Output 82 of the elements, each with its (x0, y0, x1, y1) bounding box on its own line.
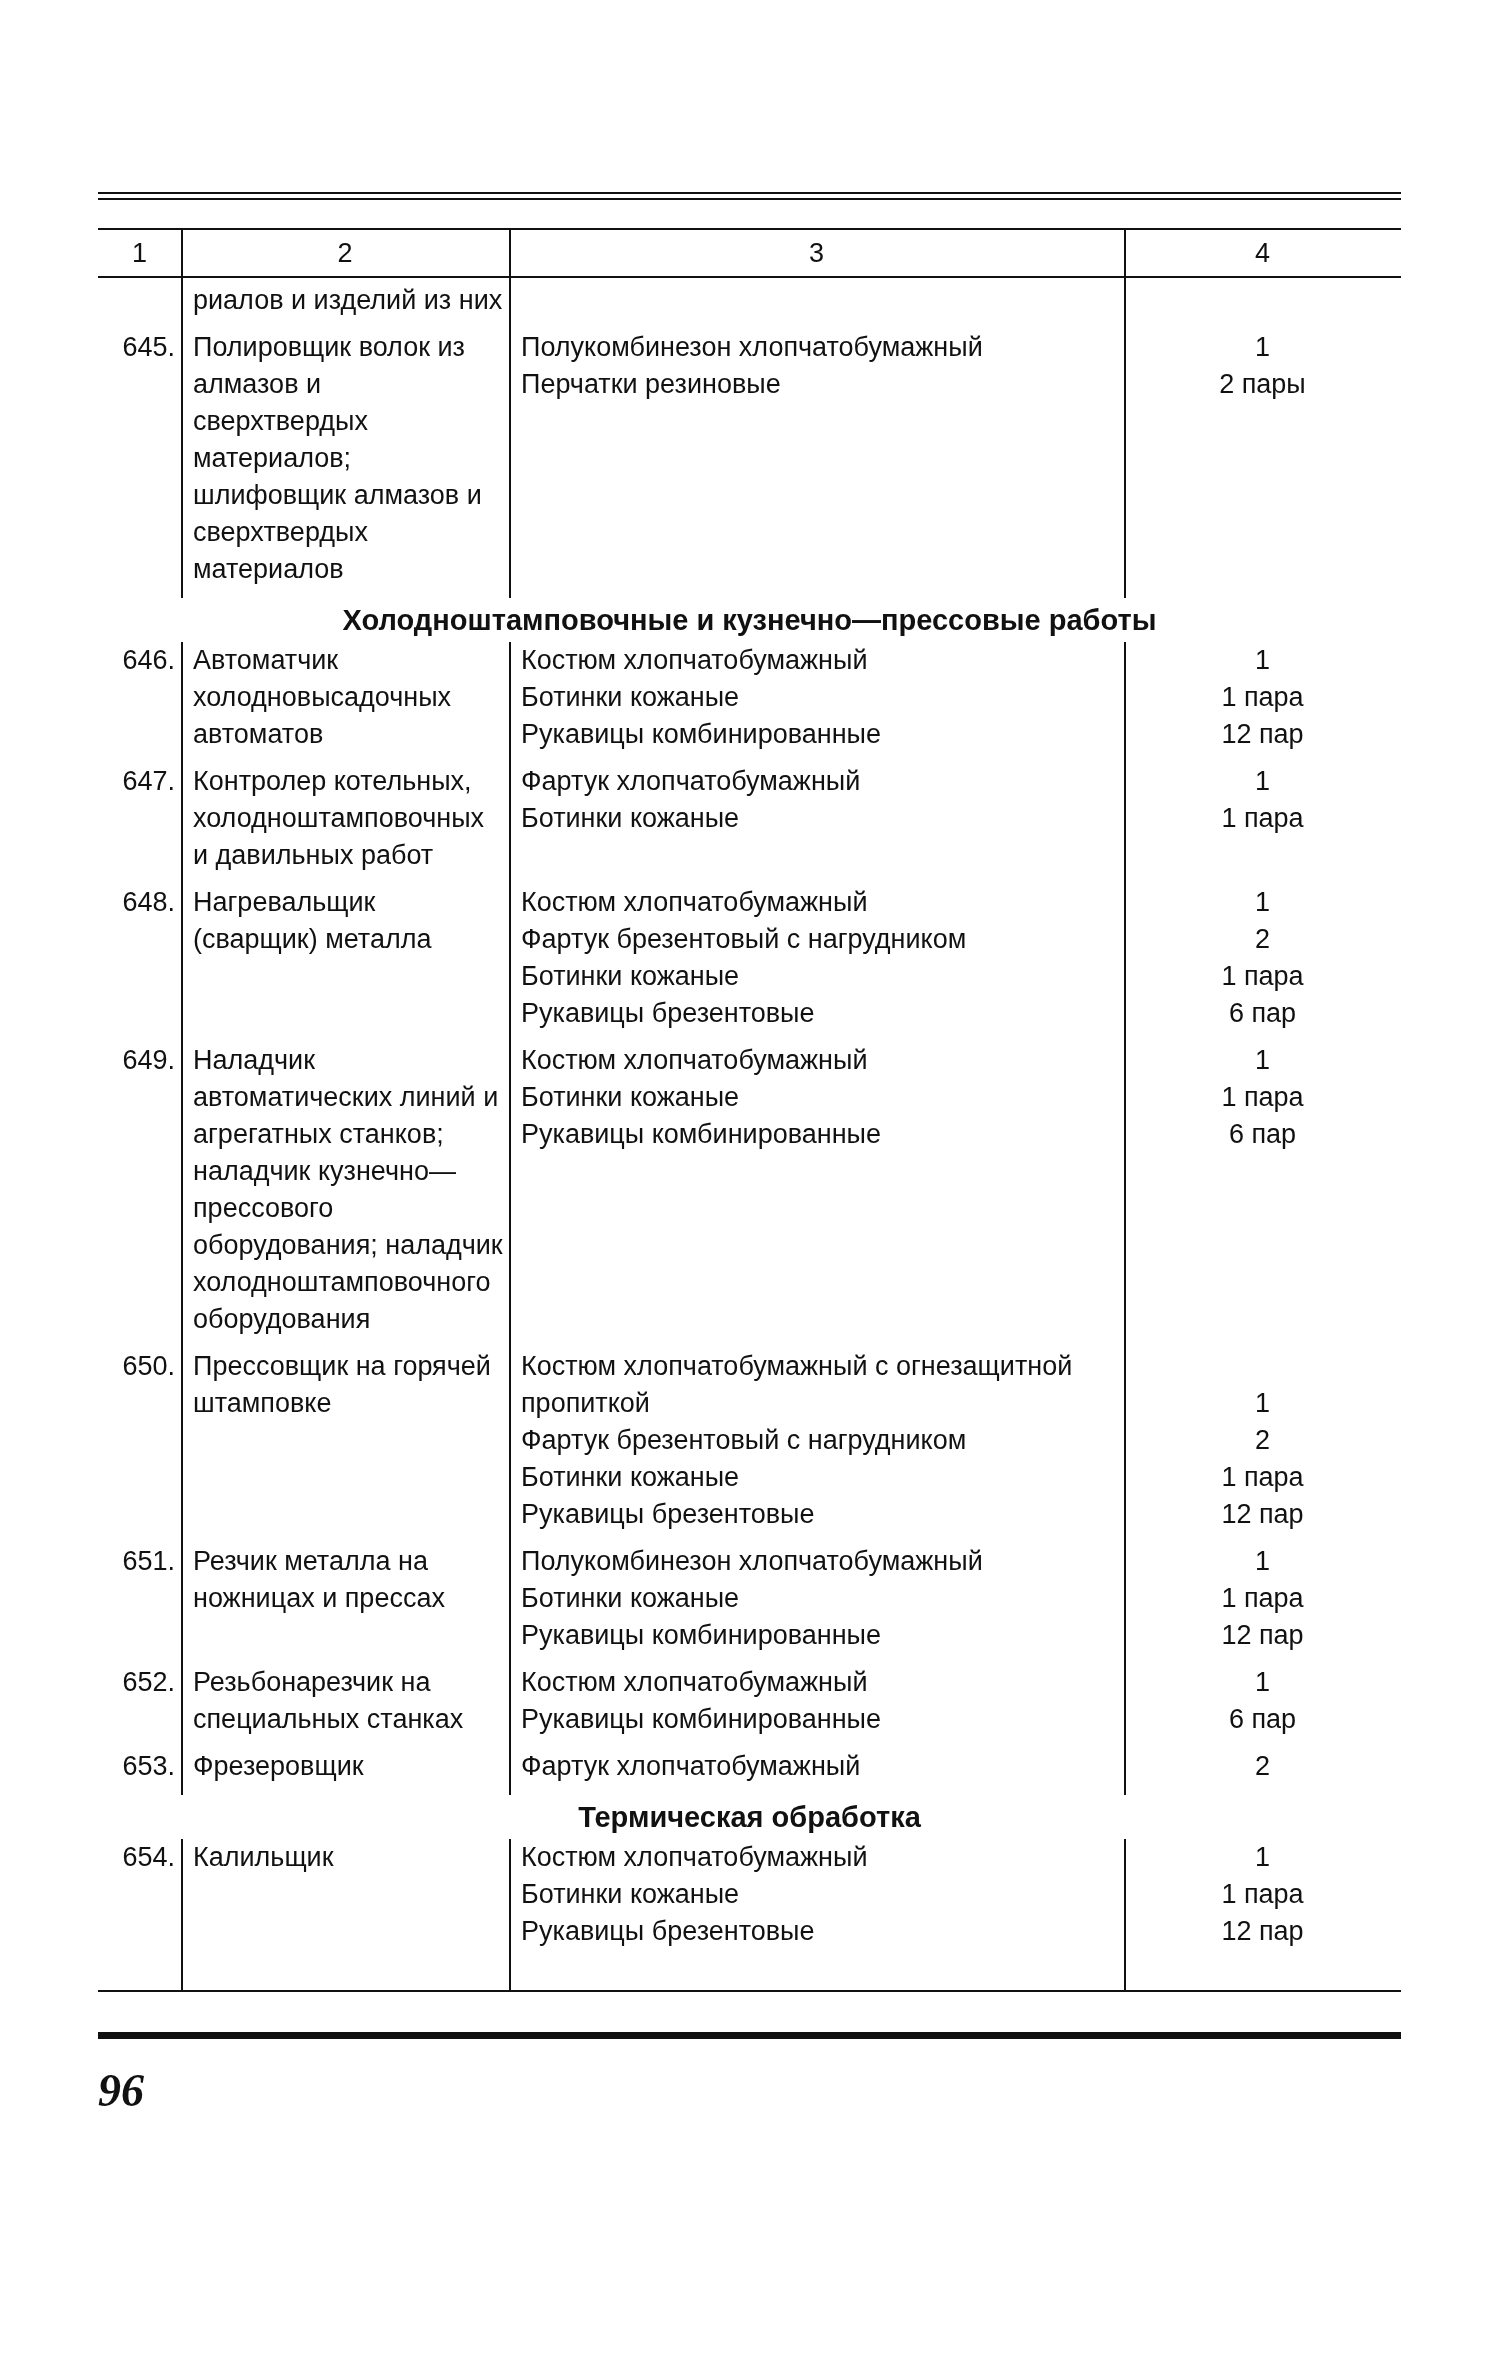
clothing-item: Костюм хлопчатобумажный с огнезащитной пропиткой (521, 1350, 1074, 1420)
quantity: 12 пар (1221, 1498, 1304, 1531)
job-title: Фрезеровщик (193, 1750, 365, 1783)
job-title: Калильщик (193, 1841, 335, 1874)
job-title: риалов и изделий из них (193, 284, 503, 317)
section-heading: Холодноштамповочные и кузнечно—прессовые работы (341, 603, 1158, 638)
clothing-item: Фартук хлопчатобумажный (521, 765, 861, 798)
clothing-item: Ботинки кожаные (521, 681, 740, 714)
quantity: 12 пар (1221, 1915, 1304, 1948)
row-number: 651. (122, 1545, 175, 1578)
quantity: 1 пара (1221, 960, 1304, 993)
clothing-item: Перчатки резиновые (521, 368, 781, 401)
clothing-item: Рукавицы брезентовые (521, 997, 815, 1030)
clothing-item: Рукавицы брезентовые (521, 1498, 815, 1531)
job-title: Полировщик волок из алмазов и сверхтвердых материалов; шлифовщик алмазов и сверхтвердых материалов (193, 331, 483, 586)
quantity: 1 (1255, 765, 1270, 798)
page-number: 96 (98, 2065, 144, 2117)
clothing-item: Рукавицы комбинированные (521, 1118, 881, 1151)
row-number: 646. (122, 644, 175, 677)
clothing-item: Ботинки кожаные (521, 1878, 740, 1911)
clothing-item: Рукавицы комбинированные (521, 1703, 881, 1736)
quantity: 1 (1255, 1545, 1270, 1578)
column-number: 2 (337, 236, 353, 270)
clothing-item: Ботинки кожаные (521, 802, 740, 835)
column-number: 1 (132, 236, 147, 270)
quantity: 1 (1255, 331, 1270, 364)
quantity: 6 пар (1228, 997, 1297, 1030)
quantity: 6 пар (1228, 1703, 1297, 1736)
clothing-item: Фартук хлопчатобумажный (521, 1750, 861, 1783)
row-number: 647. (122, 765, 175, 798)
quantity: 2 (1255, 1424, 1270, 1457)
job-title: Нагревальщик (сварщик) металла (193, 886, 433, 956)
row-number: 654. (122, 1841, 175, 1874)
quantity: 1 (1255, 644, 1270, 677)
job-title: Прессовщик на горячей штамповке (193, 1350, 492, 1420)
clothing-item: Фартук брезентовый с нагрудником (521, 1424, 967, 1457)
clothing-item: Рукавицы комбинированные (521, 1619, 881, 1652)
clothing-item: Костюм хлопчатобумажный (521, 886, 868, 919)
row-number: 653. (122, 1750, 175, 1783)
job-title: Резьбонарезчик на специальных станках (193, 1666, 465, 1736)
clothing-item: Ботинки кожаные (521, 1081, 740, 1114)
quantity: 1 пара (1221, 802, 1304, 835)
clothing-item: Костюм хлопчатобумажный (521, 1666, 868, 1699)
section-heading: Термическая обработка (577, 1800, 922, 1835)
job-title: Контролер котельных, холодноштамповочных и давильных работ (193, 765, 486, 872)
row-number: 650. (122, 1350, 175, 1383)
quantity: 12 пар (1221, 718, 1304, 751)
clothing-item: Костюм хлопчатобумажный (521, 644, 868, 677)
quantity: 12 пар (1221, 1619, 1304, 1652)
quantity: 1 (1255, 1044, 1270, 1077)
quantity: 6 пар (1228, 1118, 1297, 1151)
row-number: 648. (122, 886, 175, 919)
clothing-item: Костюм хлопчатобумажный (521, 1044, 868, 1077)
column-number: 4 (1255, 236, 1270, 270)
clothing-item: Полукомбинезон хлопчатобумажный (521, 331, 983, 364)
job-title: Резчик металла на ножницах и прессах (193, 1545, 446, 1615)
quantity: 1 (1255, 1841, 1270, 1874)
clothing-item: Фартук брезентовый с нагрудником (521, 923, 967, 956)
clothing-item: Ботинки кожаные (521, 1582, 740, 1615)
clothing-item: Ботинки кожаные (521, 1461, 740, 1494)
quantity: 2 пары (1219, 368, 1306, 401)
clothing-item: Рукавицы комбинированные (521, 718, 881, 751)
quantity: 1 пара (1221, 1878, 1304, 1911)
column-number: 3 (809, 236, 824, 270)
row-number: 652. (122, 1666, 175, 1699)
clothing-item: Рукавицы брезентовые (521, 1915, 815, 1948)
quantity: 1 пара (1221, 681, 1304, 714)
quantity: 2 (1255, 1750, 1270, 1783)
quantity: 2 (1255, 923, 1270, 956)
clothing-item: Ботинки кожаные (521, 960, 740, 993)
quantity: 1 пара (1221, 1081, 1304, 1114)
job-title: Автоматчик холодновысадочных автоматов (193, 644, 453, 751)
quantity: 1 (1255, 1666, 1270, 1699)
row-number: 645. (122, 331, 175, 364)
clothing-item: Полукомбинезон хлопчатобумажный (521, 1545, 983, 1578)
quantity: 1 пара (1221, 1461, 1304, 1494)
job-title: Наладчик автоматических линий и агрегатных станков; наладчик кузнечно—прессового оборудования; наладчик холодноштамповочного оборудования (193, 1044, 503, 1336)
row-number: 649. (122, 1044, 175, 1077)
quantity: 1 (1255, 1387, 1270, 1420)
clothing-item: Костюм хлопчатобумажный (521, 1841, 868, 1874)
quantity: 1 пара (1221, 1582, 1304, 1615)
quantity: 1 (1255, 886, 1270, 919)
